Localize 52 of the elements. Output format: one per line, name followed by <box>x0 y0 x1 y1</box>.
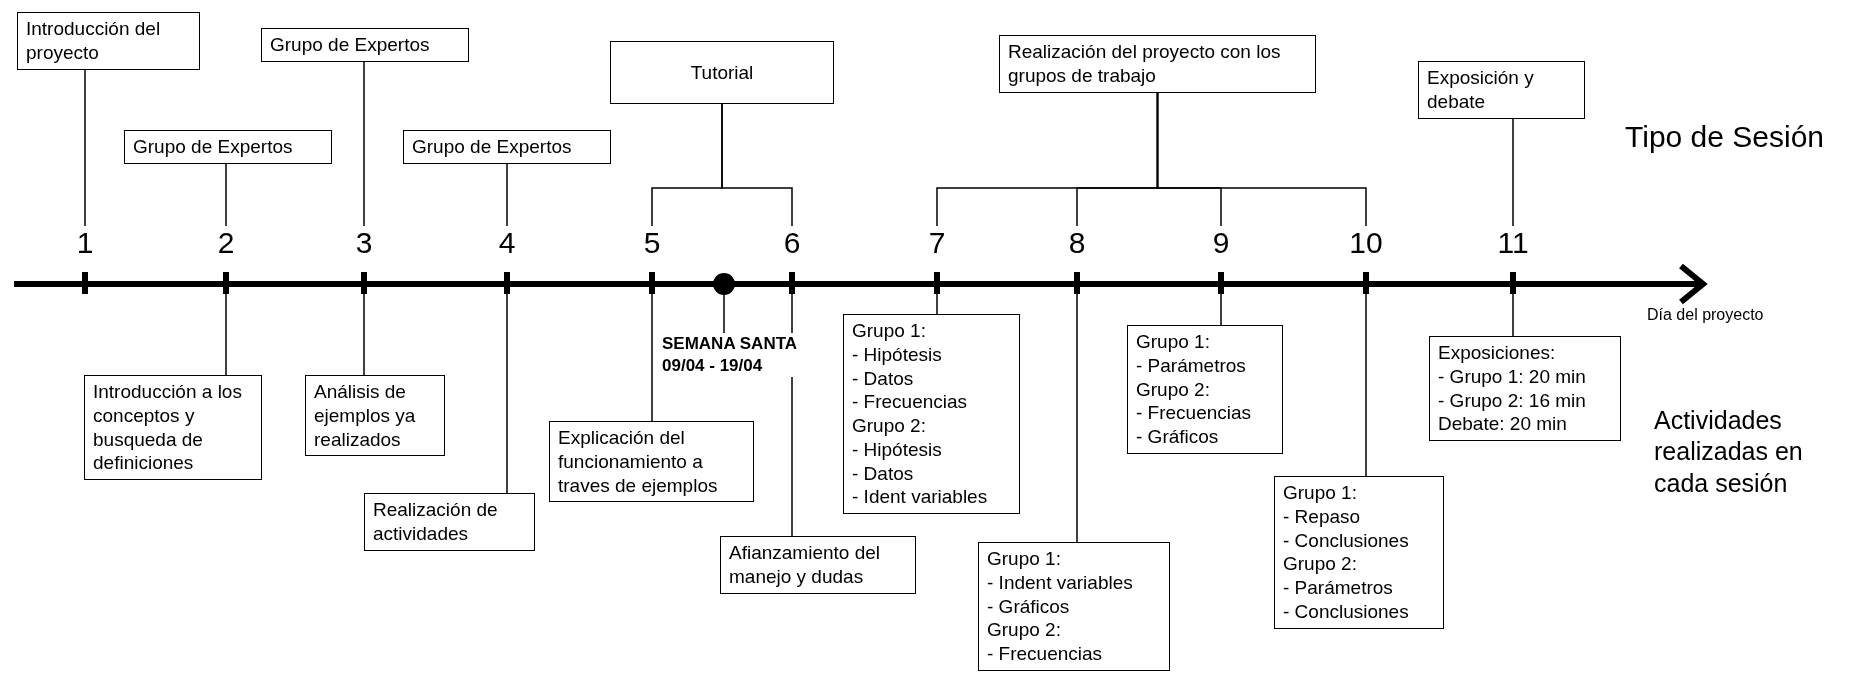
leader-line <box>84 68 86 227</box>
session-type-box: Introducción del proyecto <box>17 12 200 70</box>
leader-line <box>1220 293 1222 326</box>
day-number: 1 <box>75 226 95 260</box>
leader-line <box>506 293 508 494</box>
day-number: 5 <box>642 226 662 260</box>
activity-box: Explicación del funcionamiento a traves de ejemplos <box>549 421 754 503</box>
session-type-box: Grupo de Expertos <box>124 130 332 164</box>
session-type-box: Realización del proyecto con los grupos de trabajo <box>999 35 1316 93</box>
node-label: SEMANA SANTA <box>662 334 798 353</box>
activity-box: Grupo 1: - Parámetros Grupo 2: - Frecuencias - Gráficos <box>1127 325 1283 454</box>
holiday-label: SEMANA SANTA 09/04 - 19/04 <box>662 333 798 378</box>
leader-line <box>721 103 793 227</box>
leader-line <box>1365 293 1367 477</box>
session-type-box: Exposición y debate <box>1418 61 1585 119</box>
day-number: 9 <box>1211 226 1231 260</box>
activity-box: Grupo 1: - Indent variables - Gráficos Grupo 2: - Frecuencias <box>978 542 1170 671</box>
leader-line <box>1512 117 1514 227</box>
leader-line <box>651 293 653 422</box>
row-heading: Tipo de Sesión <box>1625 119 1825 155</box>
activity-box: Exposiciones: - Grupo 1: 20 min - Grupo 2: 16 min Debate: 20 min <box>1429 336 1621 441</box>
session-type-box: Grupo de Expertos <box>403 130 611 164</box>
day-number: 3 <box>354 226 374 260</box>
leader-line <box>225 293 227 376</box>
row-heading: Actividades realizadas en cada sesión <box>1654 405 1804 499</box>
day-number: 7 <box>927 226 947 260</box>
leader-line <box>723 294 725 334</box>
leader-line <box>225 163 227 227</box>
activity-box: Grupo 1: - Repaso - Conclusiones Grupo 2: - Parámetros - Conclusiones <box>1274 476 1444 629</box>
day-number: 4 <box>497 226 517 260</box>
day-number: 11 <box>1496 226 1530 260</box>
leader-line <box>1156 91 1367 227</box>
day-number: 2 <box>216 226 236 260</box>
activity-box: Realización de actividades <box>364 493 535 551</box>
day-number: 10 <box>1348 226 1384 260</box>
leader-line <box>506 163 508 227</box>
leader-line <box>936 293 938 315</box>
activity-box: Introducción a los conceptos y busqueda de definiciones <box>84 375 262 480</box>
leader-line <box>1076 293 1078 543</box>
session-type-box: Grupo de Expertos <box>261 28 469 62</box>
leader-line <box>1512 293 1514 337</box>
leader-line <box>363 293 365 376</box>
activity-box: Análisis de ejemplos ya realizados <box>305 375 445 457</box>
activity-box: Afianzamiento del manejo y dudas <box>720 536 916 594</box>
day-number: 6 <box>782 226 802 260</box>
activity-box: Grupo 1: - Hipótesis - Datos - Frecuencias Grupo 2: - Hipótesis - Datos - Ident variables <box>843 314 1020 514</box>
day-number: 8 <box>1067 226 1087 260</box>
leader-line <box>363 61 365 227</box>
marker-dot <box>713 273 735 295</box>
session-type-box: Tutorial <box>610 41 834 104</box>
node-label: 09/04 - 19/04 <box>662 356 763 376</box>
axis-caption: Día del proyecto <box>1647 305 1765 325</box>
